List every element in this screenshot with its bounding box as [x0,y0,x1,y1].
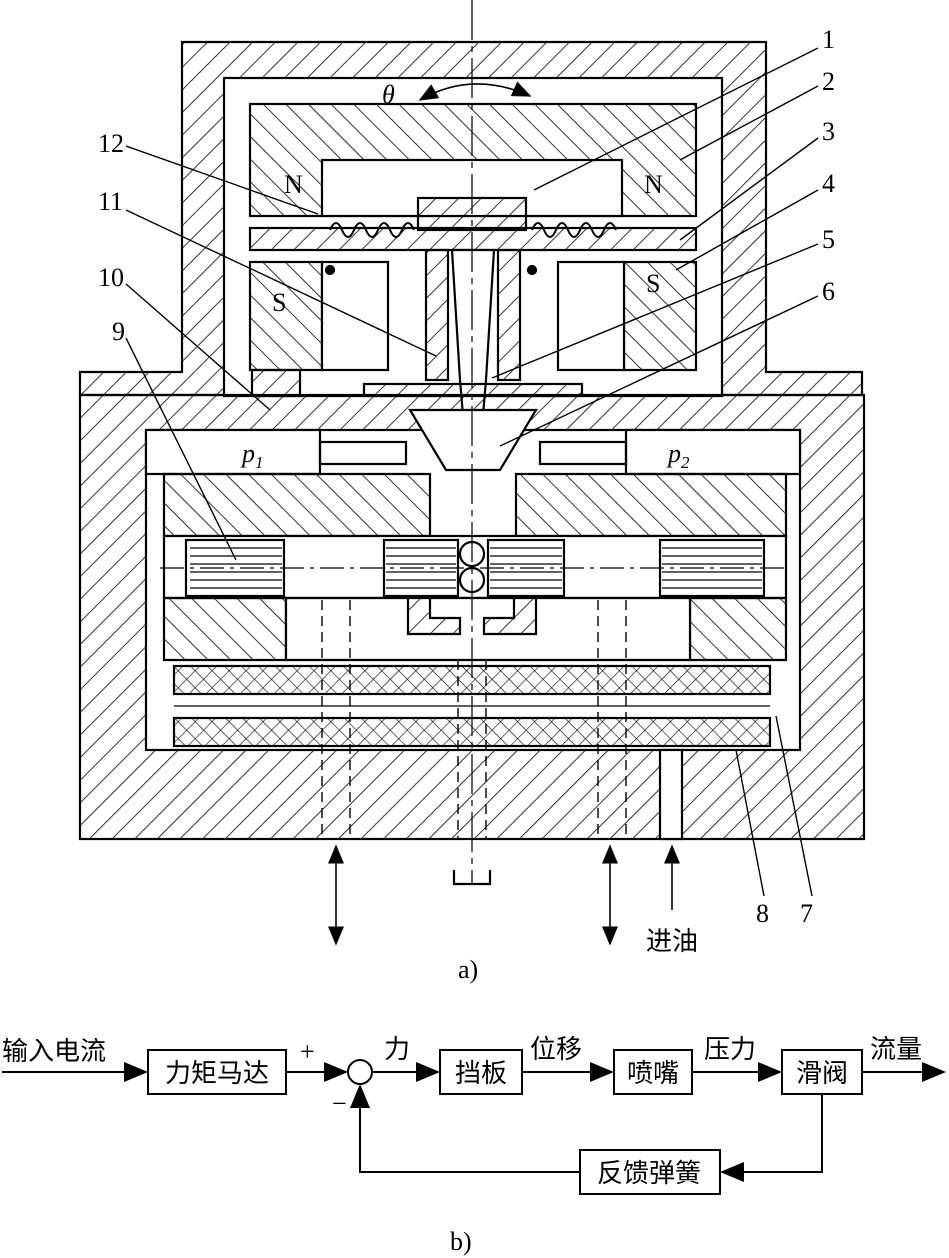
pole-n-right: N [644,170,663,199]
flapper-chamber [408,408,538,472]
callout-4: 4 [822,169,835,198]
pole-n-left: N [284,170,303,199]
pole-s-left: S [272,288,286,317]
plus-sign: + [300,1037,315,1066]
callout-12: 12 [98,129,124,158]
caption-a: a) [458,955,478,984]
summing-junction [347,1059,373,1085]
lower-pole-left [248,260,324,372]
spring-tube-right [496,248,522,382]
pressure-p1: p1 [240,439,264,472]
chamber-p2 [624,428,802,476]
callout-leaders [125,47,819,897]
spool-land-lines [190,547,762,589]
theta-arc [418,81,532,101]
caption-b: b) [450,1227,472,1256]
nozzle-body-left [162,472,432,538]
block-diagram [2,1049,946,1195]
oil-inlet-pipe [658,748,684,841]
signal-displacement: 位移 [530,1035,582,1065]
center-hook-left [406,598,462,636]
coil-left [329,222,415,238]
nozzle-right [538,440,628,466]
pole-inner-right [556,260,626,372]
oil-inlet-label: 进油 [646,927,698,957]
block-spool-label: 滑阀 [796,1059,848,1089]
callout-5: 5 [822,225,835,254]
block-feedback-label: 反馈弹簧 [597,1159,701,1189]
callout-10: 10 [98,263,124,292]
figure-a-labels: θ N N S S p1 p2 1 2 3 4 5 6 7 8 9 10 11 … [98,25,835,984]
callout-6: 6 [822,277,835,306]
axis-foot [452,870,492,886]
minus-sign: − [332,1089,347,1118]
block-flapper-label: 挡板 [455,1059,507,1089]
coil-terminal-right [526,264,538,276]
block-torque-motor-label: 力矩马达 [165,1059,269,1089]
callout-7: 7 [800,899,813,928]
callout-3: 3 [822,117,835,146]
signal-flow: 流量 [870,1035,922,1065]
theta-label: θ [382,80,395,109]
nozzle-left [318,440,408,466]
pole-inner-left [320,260,390,372]
block-feedback [579,1149,721,1195]
input-current-label: 输入电流 [2,1037,106,1067]
callout-2: 2 [822,67,835,96]
block-nozzle-label: 喷嘴 [627,1059,679,1089]
figure-b-labels: 输入电流 力矩马达 + − 力 挡板 位移 喷嘴 压力 滑阀 流量 反馈弹簧 b… [2,1035,922,1256]
nozzle-body-right [514,472,788,538]
ports-dashed [321,600,627,838]
callout-11: 11 [98,187,123,216]
chamber-p1 [144,428,322,476]
center-hook-right [482,598,538,636]
base-ring-left [250,368,302,398]
coil-right [531,222,617,238]
signal-force: 力 [384,1035,410,1065]
callout-9: 9 [112,317,125,346]
spring-tube-left [424,248,450,382]
valve-cross-section [78,0,866,946]
callout-8: 8 [756,899,769,928]
armature [248,226,698,252]
callout-1: 1 [822,25,835,54]
pole-s-right: S [646,269,660,298]
coil-terminal-left [324,264,336,276]
signal-pressure: 压力 [704,1035,756,1065]
pressure-p2: p2 [666,439,690,472]
